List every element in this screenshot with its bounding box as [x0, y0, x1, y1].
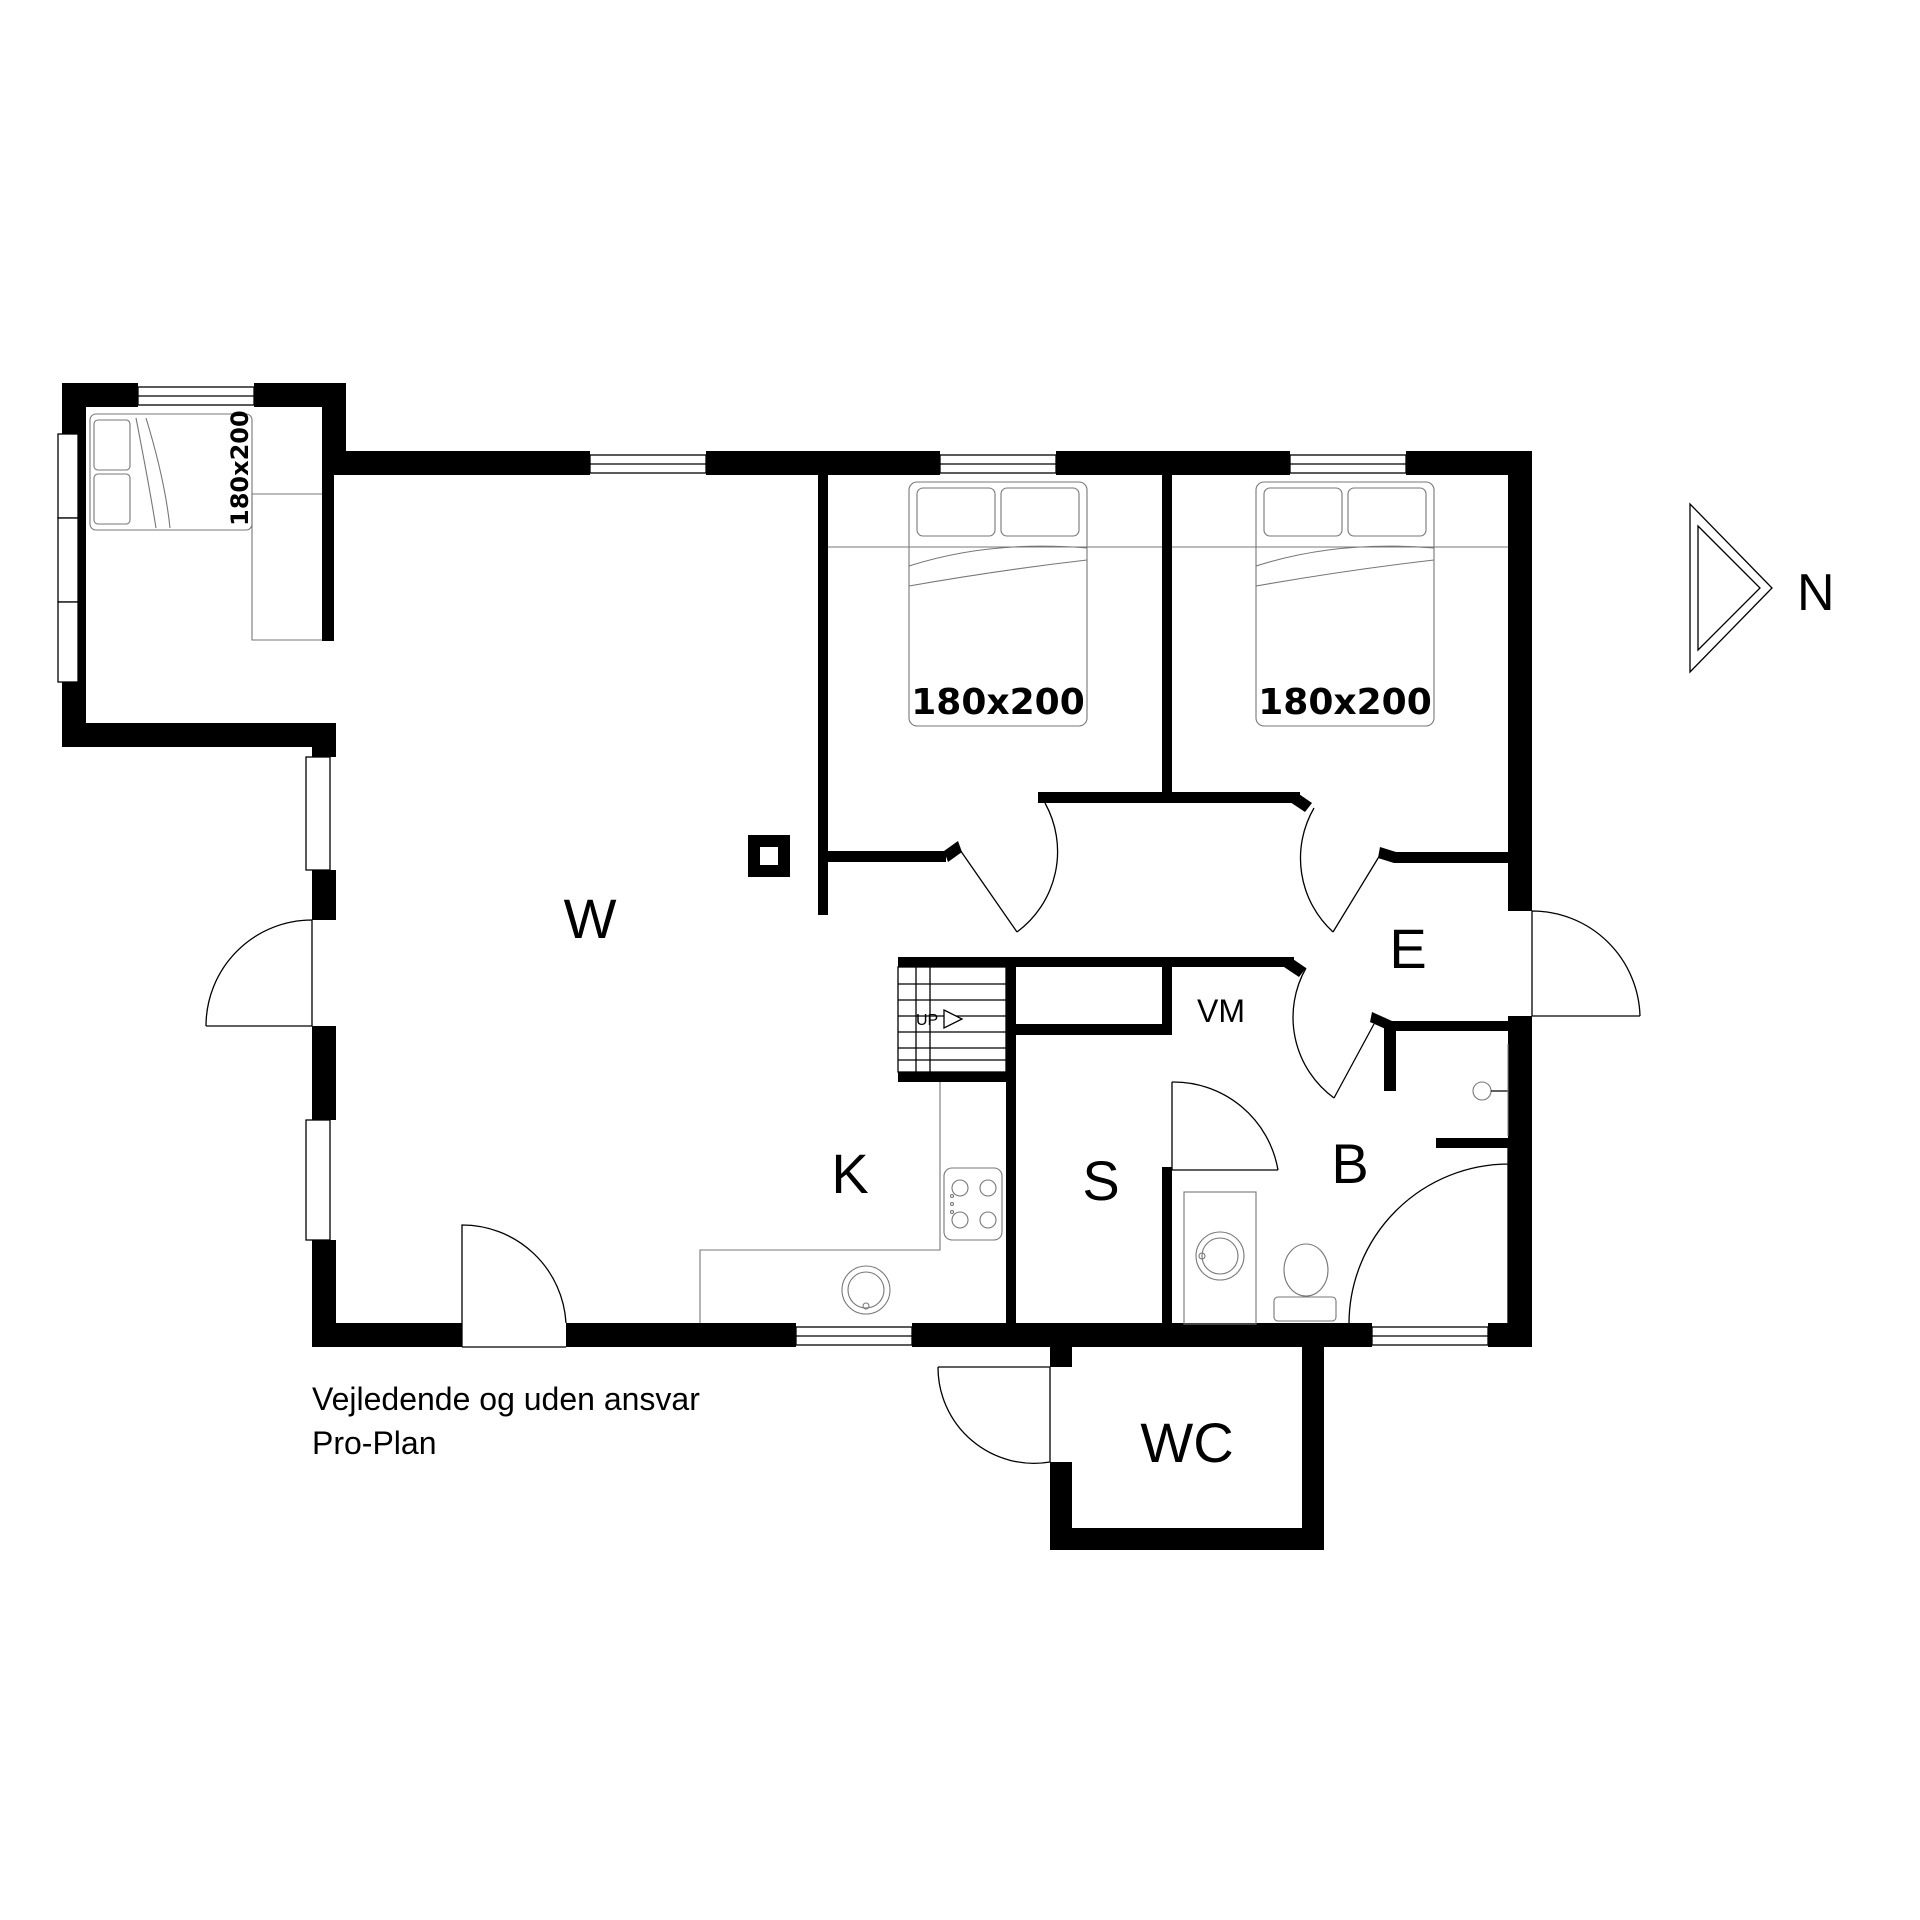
bed-size-label: 180x200	[1258, 682, 1432, 723]
compass-label: N	[1797, 564, 1835, 622]
outer-walls	[62, 383, 1532, 1550]
stairs-up-label: UP	[916, 1012, 938, 1029]
room-label-s: S	[1082, 1149, 1119, 1212]
window	[305, 1119, 331, 1241]
window	[57, 433, 79, 519]
author-text: Pro-Plan	[312, 1425, 437, 1461]
north-arrow-icon: N	[1689, 502, 1835, 674]
bed-size-label: 180x200	[911, 682, 1085, 723]
bedroom-1-bed: 180x200	[828, 481, 1162, 727]
bedroom-2-bed: 180x200	[1172, 481, 1508, 727]
interior-walls	[818, 475, 1508, 1347]
window	[57, 601, 79, 683]
annex-bed: 180x200	[89, 410, 322, 641]
room-label-b: B	[1331, 1132, 1368, 1195]
bed-size-label: 180x200	[226, 410, 254, 526]
stairs-arrow-icon	[943, 1008, 964, 1030]
stairs: UP	[897, 966, 1007, 1073]
toilet	[1283, 1243, 1329, 1297]
room-label-e: E	[1389, 917, 1426, 980]
shower-drain	[1472, 1081, 1492, 1101]
bathroom-fixtures	[1183, 1044, 1509, 1325]
window	[305, 756, 331, 871]
chimney	[748, 835, 790, 877]
room-label-wc: WC	[1140, 1411, 1233, 1474]
room-label-vm: VM	[1197, 993, 1245, 1029]
disclaimer-text: Vejledende og uden ansvar	[312, 1381, 700, 1417]
window	[57, 517, 79, 603]
kitchen-fixtures	[699, 1082, 1003, 1323]
bathroom-sink	[1195, 1231, 1245, 1281]
room-label-w: W	[564, 887, 617, 950]
kitchen-sink	[841, 1265, 891, 1315]
room-label-k: K	[831, 1142, 868, 1205]
windows	[57, 386, 1489, 1346]
doors	[205, 802, 1641, 1464]
